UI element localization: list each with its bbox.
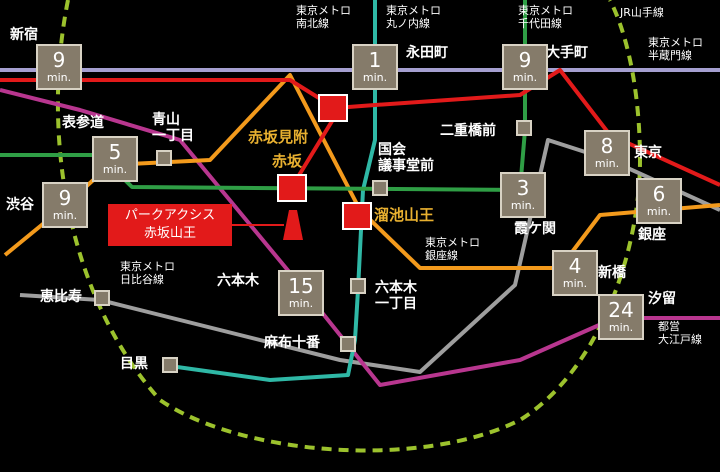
station-roppongi-itchome: 六本木一丁目 [375,280,417,313]
station-marker-meguro [162,357,178,373]
station-marker-ebisu [94,290,110,306]
label-hanzomon-line: 東京メトロ半蔵門線 [648,36,703,63]
station-marker-aoyama-itchome [156,150,172,166]
station-akasaka-mitsuke: 赤坂見附 [248,128,309,146]
label-hibiya-line: 東京メトロ日比谷線 [120,260,175,287]
station-tameike-sanno: 溜池山王 [374,206,435,224]
chiyoda-line [0,0,527,192]
station-omotesando: 表参道 [62,115,104,131]
station-roppongi: 六本木 [217,273,259,289]
station-marker-azabu-juban [340,336,356,352]
property-name-line2: 赤坂山王 [143,225,196,241]
label-ginza-line: 東京メトロ銀座線 [425,236,480,263]
property-name-line1: パークアクシス [124,208,216,223]
station-marker-tameike-sanno [342,202,372,230]
label-oedo-line: 都営大江戸線 [658,320,702,347]
station-marker-nijubashimae [516,120,532,136]
station-marker-kokkai-gijidomae [372,180,388,196]
station-marker-roppongi-itchome [350,278,366,294]
station-shimbashi: 新橋 [598,265,626,281]
station-azabu-juban: 麻布十番 [264,335,320,351]
label-namboku-line: 東京メトロ南北線 [296,4,351,31]
station-tokyo: 東京 [634,145,662,161]
station-shibuya: 渋谷 [6,197,34,213]
station-nijubashimae: 二重橋前 [440,123,496,139]
label-marunouchi-line: 東京メトロ丸ノ内線 [386,4,441,31]
property-marker-icon [283,210,303,240]
station-ebisu: 恵比寿 [40,289,82,305]
station-akasaka: 赤坂 [272,152,303,170]
station-meguro: 目黒 [120,356,148,372]
station-aoyama-itchome: 青山一丁目 [152,112,194,145]
label-jr-yamanote-line: JR山手線 [620,6,664,19]
station-marker-akasaka-mitsuke [318,94,348,122]
station-ginza: 銀座 [638,227,666,243]
station-kasumigaseki: 霞ケ関 [514,221,556,237]
station-shinjuku: 新宿 [10,27,38,43]
station-marker-akasaka [277,174,307,202]
station-kokkai-gijidomae: 国会議事堂前 [378,142,434,175]
station-otemachi: 大手町 [546,45,588,61]
station-nagatacho: 永田町 [406,45,448,61]
namboku-line [169,0,377,382]
label-chiyoda-line: 東京メトロ千代田線 [518,4,573,31]
property-label: パークアクシス 赤坂山王 [108,204,232,246]
station-shiodome: 汐留 [648,291,676,307]
